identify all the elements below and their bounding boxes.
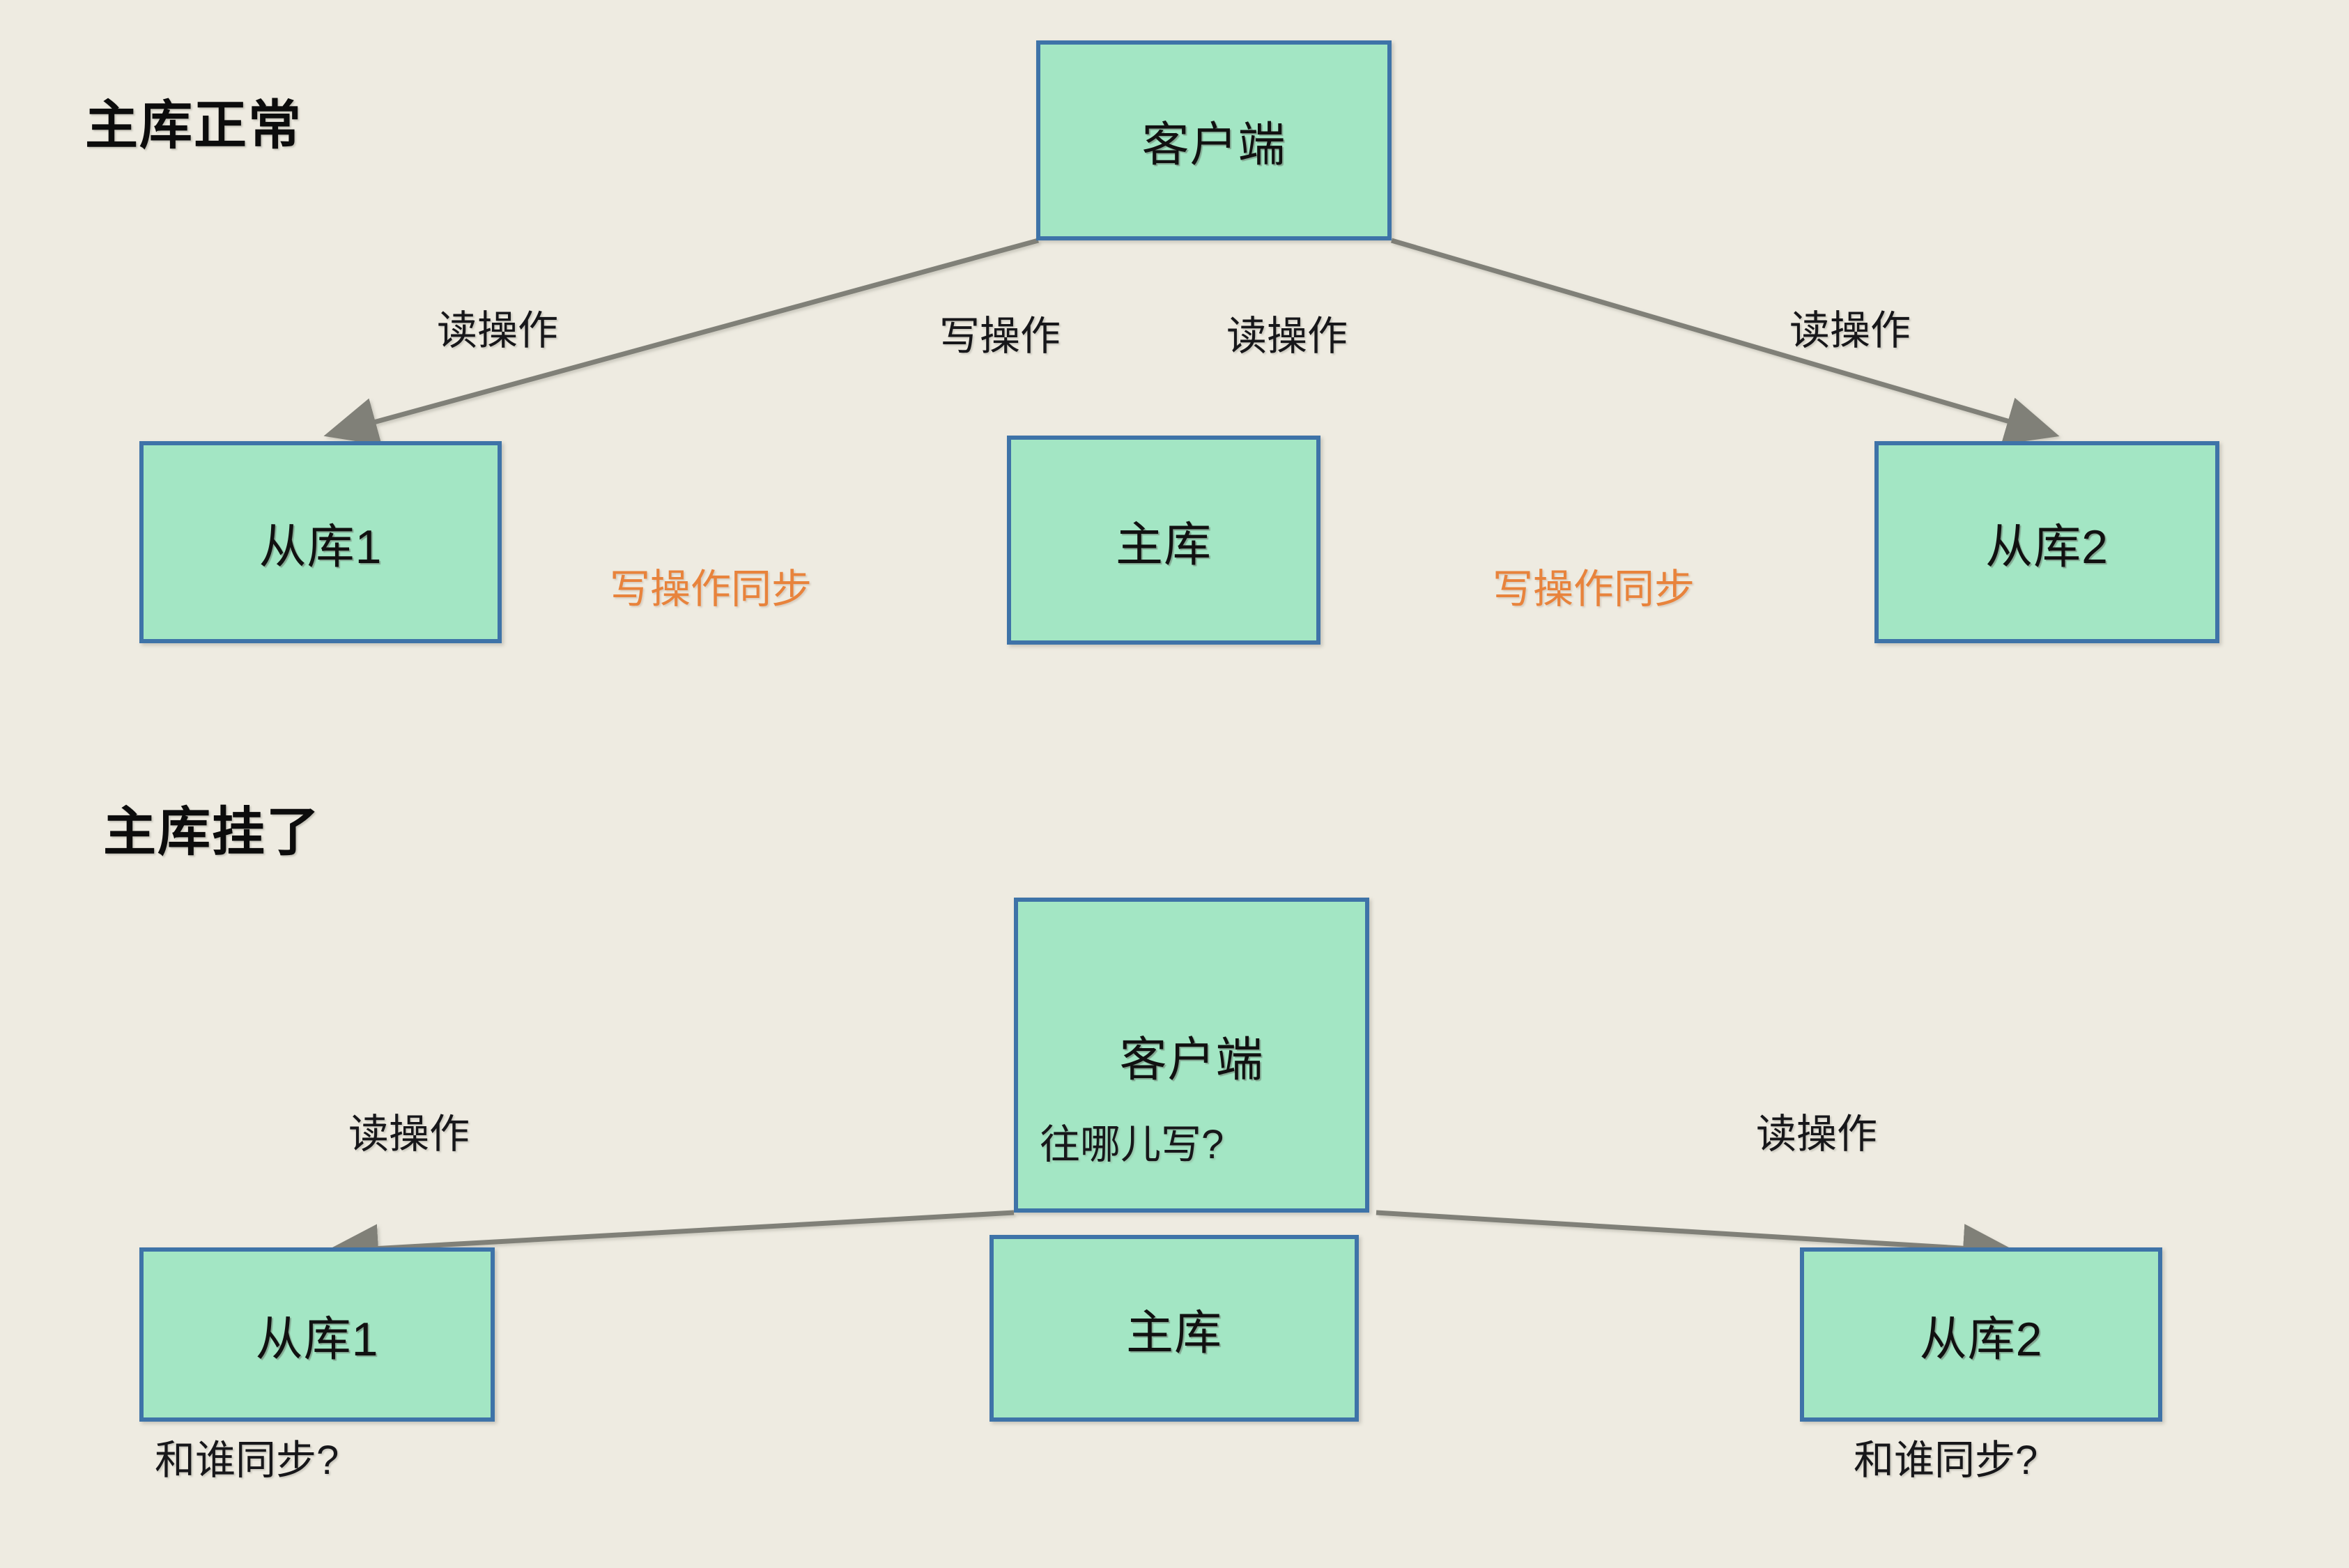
node-master-down[interactable]: 主库	[989, 1235, 1359, 1422]
edge-client2-to-slave1b	[325, 1210, 1015, 1273]
edge-label-client-to-master-write: 写操作	[939, 314, 1061, 359]
edge-client-to-slave2	[1391, 238, 2060, 445]
node-slave2[interactable]: 从库2	[1874, 441, 2219, 643]
edge-label-master-to-slave2-sync: 写操作同步	[1493, 567, 1695, 612]
section-title-master-down: 主库挂了	[103, 803, 321, 862]
node-slave1[interactable]: 从库1	[139, 441, 502, 643]
edge-client2-to-slave2b	[1376, 1210, 2017, 1273]
edge-label-client2-to-slave1b: 读操作	[348, 1112, 470, 1157]
node-slave2-down-label: 从库2	[1919, 1312, 2043, 1366]
note-slave2-sync-with-whom: 和谁同步?	[1854, 1438, 2038, 1483]
node-slave2-label: 从库2	[1985, 520, 2109, 574]
node-slave2-down[interactable]: 从库2	[1800, 1247, 2162, 1422]
note-slave1-sync-with-whom: 和谁同步?	[155, 1438, 339, 1483]
edge-label-client2-to-slave2b: 读操作	[1756, 1112, 1878, 1157]
edge-client-to-slave1	[323, 238, 1039, 446]
node-client[interactable]: 客户端	[1036, 40, 1392, 240]
node-master[interactable]: 主库	[1007, 436, 1320, 645]
node-client-2-label: 客户端	[1119, 1033, 1264, 1086]
node-slave1-label: 从库1	[259, 520, 383, 574]
node-master-label: 主库	[1115, 518, 1212, 571]
edge-label-client-to-slave1: 读操作	[437, 308, 559, 353]
node-slave1-down[interactable]: 从库1	[139, 1247, 495, 1422]
section-title-master-normal: 主库正常	[85, 96, 302, 155]
edge-label-master-to-slave1-sync: 写操作同步	[610, 567, 812, 612]
edge-label-client-to-master-read: 读操作	[1226, 314, 1348, 359]
note-where-to-write: 往哪儿写?	[1040, 1122, 1224, 1167]
edge-label-client-to-slave2: 读操作	[1789, 308, 1911, 353]
node-master-down-label: 主库	[1125, 1306, 1222, 1360]
node-client-2[interactable]: 客户端	[1014, 898, 1369, 1213]
node-client-label: 客户端	[1141, 118, 1286, 171]
node-slave1-down-label: 从库1	[255, 1312, 379, 1366]
